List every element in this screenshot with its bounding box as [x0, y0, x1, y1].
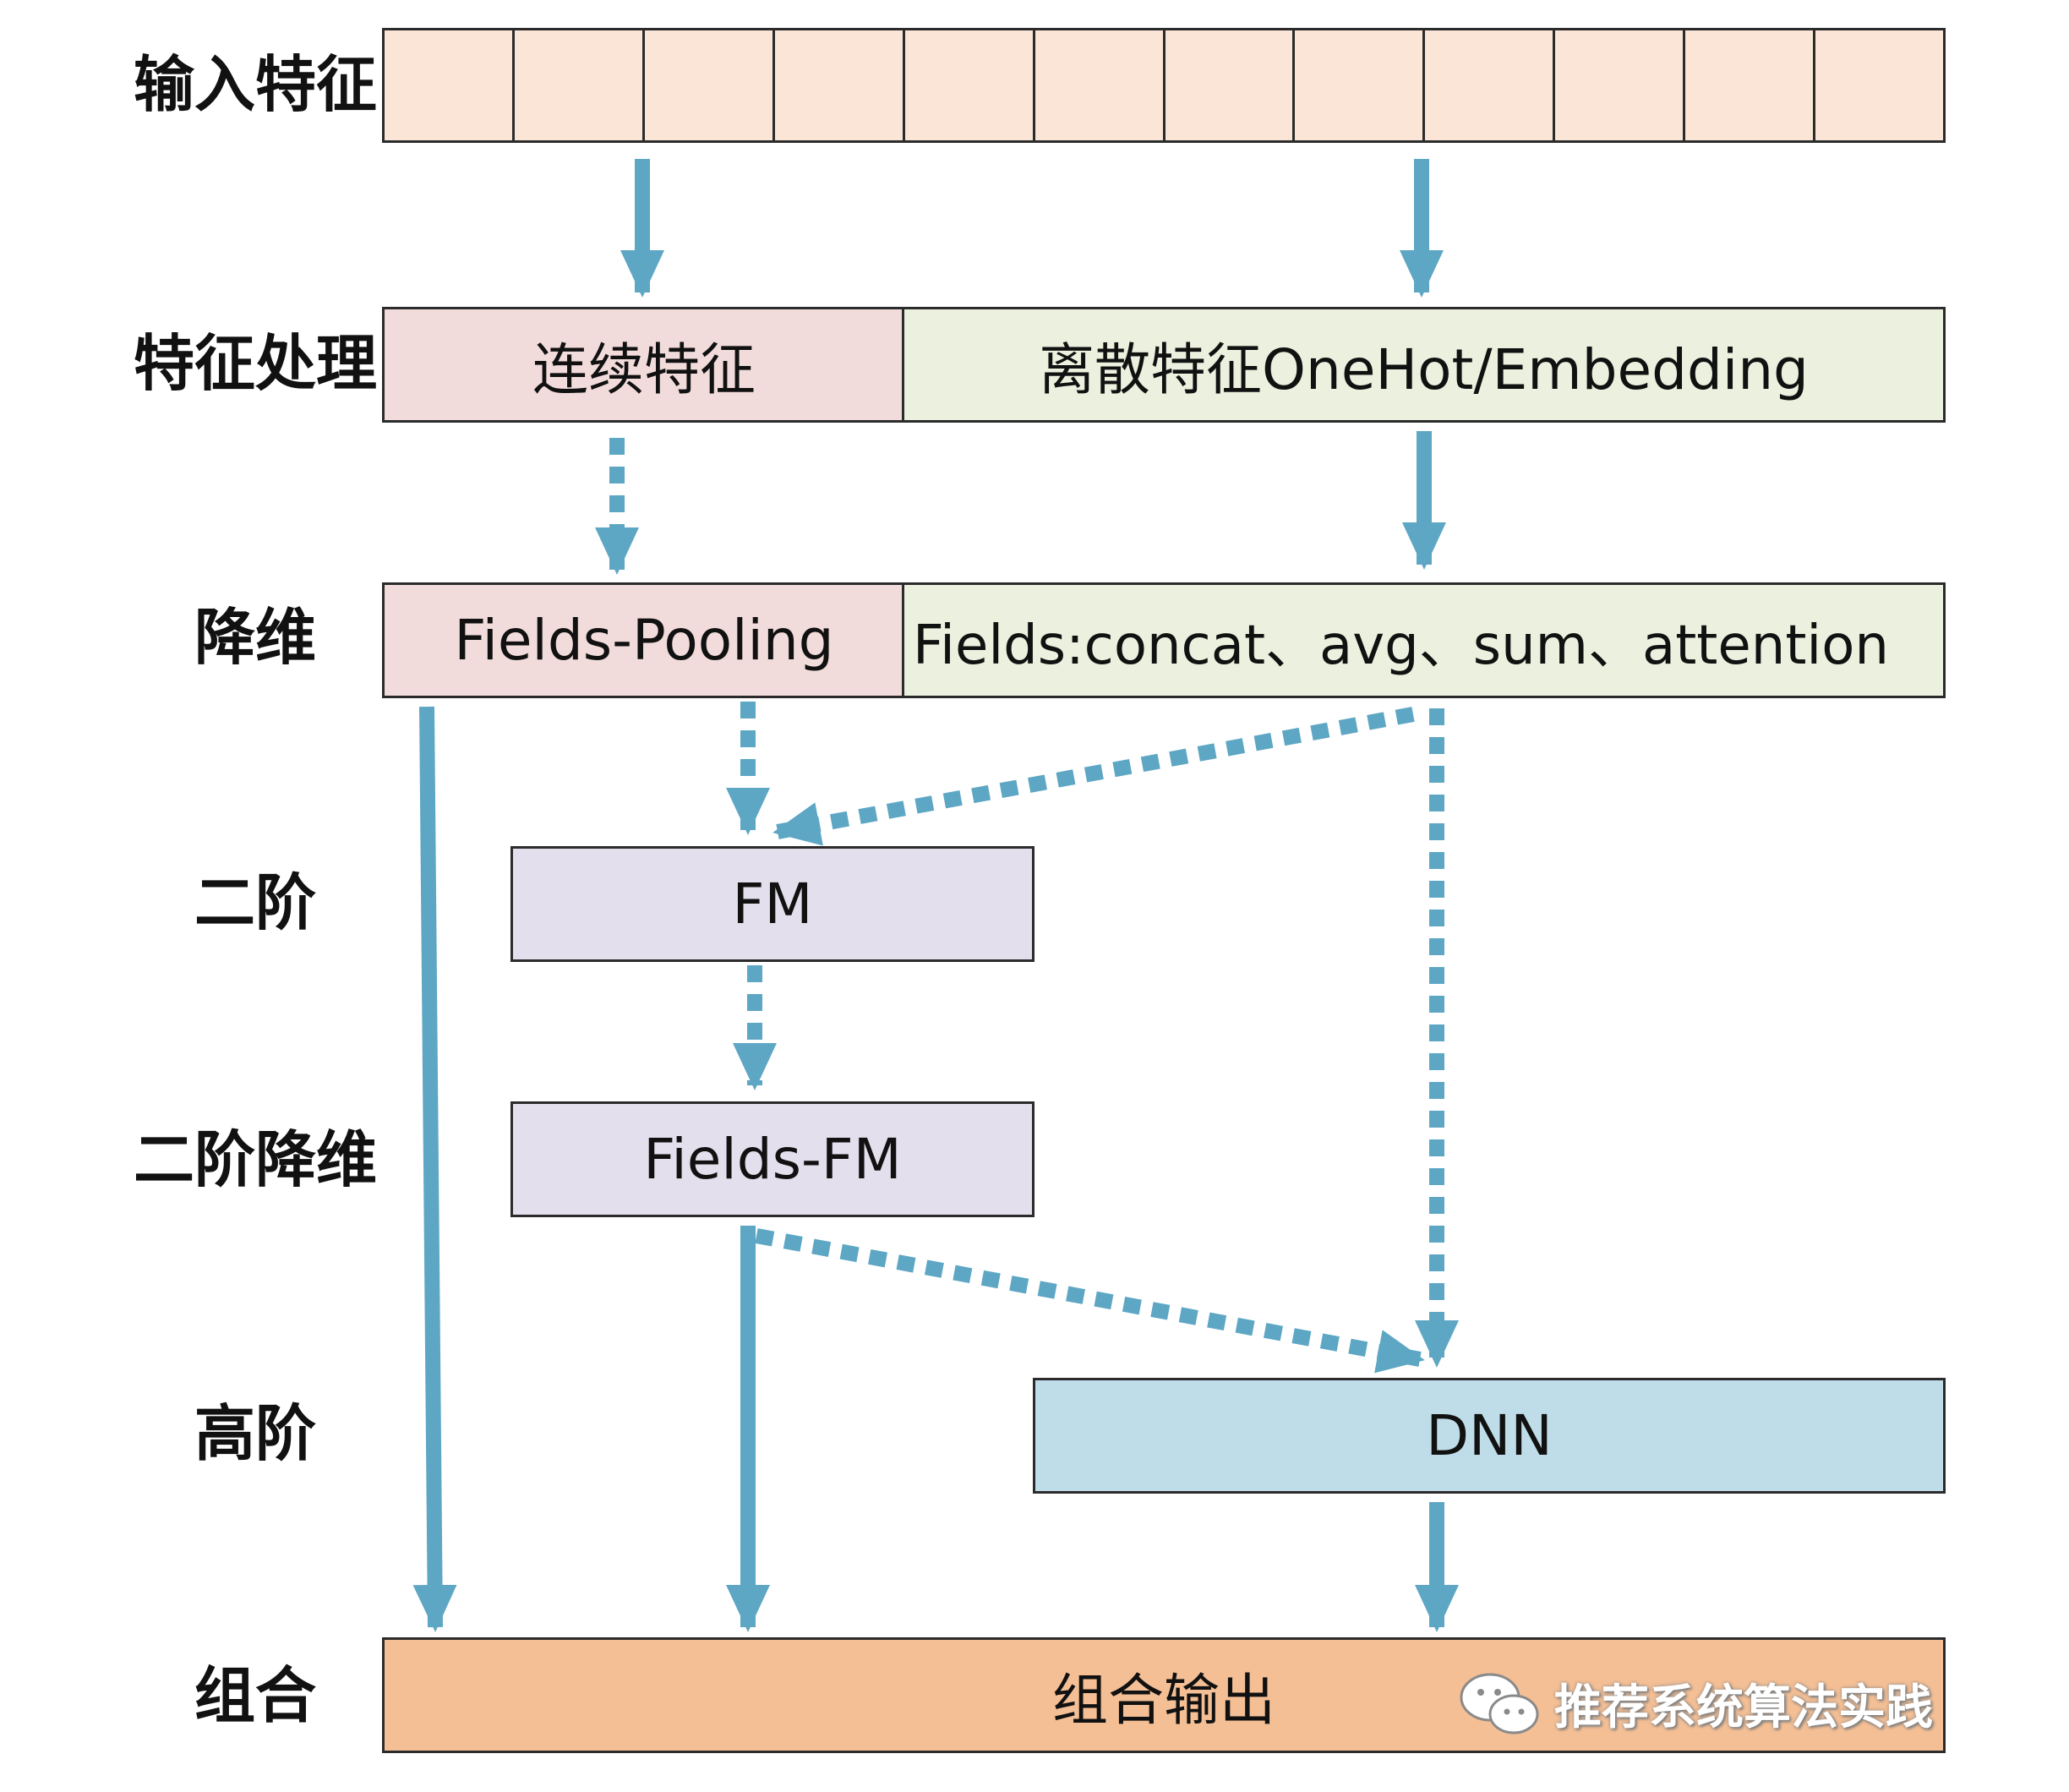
combined-output-box: 组合输出 — [382, 1637, 1946, 1753]
continuous-features-box: 连续特征 — [382, 307, 903, 423]
input-feature-cell — [905, 30, 1035, 140]
dnn-box: DNN — [1033, 1378, 1946, 1494]
watermark-text: 推荐系统算法实践 — [1554, 1680, 1933, 1735]
input-feature-cell — [1685, 30, 1816, 140]
input-feature-cell — [385, 30, 515, 140]
watermark: 推荐系统算法实践 — [1458, 1669, 1933, 1738]
input-feature-cell — [1295, 30, 1426, 140]
input-feature-cell — [1425, 30, 1556, 140]
fields-pooling-box: Fields-Pooling — [382, 582, 903, 698]
input-feature-cell — [515, 30, 645, 140]
arrow-fields-fm-to-dnn — [755, 1228, 1425, 1374]
fields-fm-box: Fields-FM — [510, 1101, 1034, 1217]
row-label-reduction: 降维 — [194, 602, 317, 673]
row-label-processing: 特征处理 — [134, 328, 378, 399]
row-label-high-order: 高阶 — [194, 1398, 317, 1469]
arrow-concat-to-fm — [772, 707, 1415, 846]
input-feature-cell — [645, 30, 775, 140]
input-feature-cell — [1035, 30, 1166, 140]
input-feature-cells — [382, 28, 1946, 143]
fields-concat-box: Fields:concat、avg、sum、attention — [902, 582, 1946, 698]
row-label-second-order: 二阶 — [194, 867, 317, 938]
arrow-pooling-to-output — [412, 706, 457, 1632]
discrete-features-box: 离散特征OneHot/Embedding — [902, 307, 1946, 423]
wechat-icon — [1460, 1673, 1539, 1734]
input-feature-cell — [1166, 30, 1296, 140]
input-feature-cell — [775, 30, 905, 140]
fm-box: FM — [510, 846, 1034, 962]
row-label-combination: 组合 — [194, 1660, 317, 1731]
input-feature-cell — [1555, 30, 1686, 140]
row-label-second-order-reduction: 二阶降维 — [134, 1124, 378, 1195]
row-label-input: 输入特征 — [134, 49, 378, 120]
